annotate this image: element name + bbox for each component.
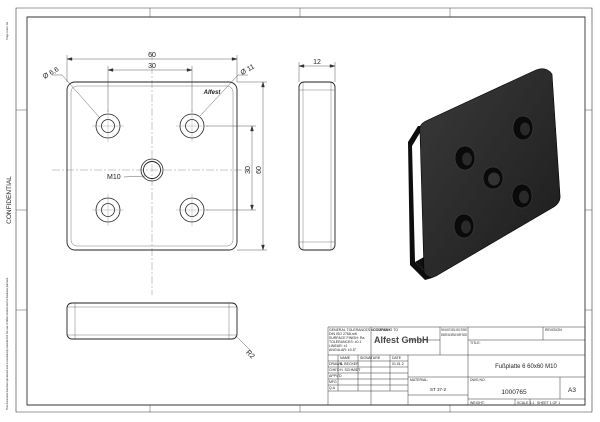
notes-line-4: TOLERANCES: ±0.1: [329, 340, 361, 344]
dim-radius-label: R2: [244, 349, 255, 360]
col-date-label: DATE: [392, 356, 402, 360]
revision-label: REVISION: [545, 328, 562, 332]
col-signature-label: SIGNATURE: [360, 356, 381, 360]
hole-top-left: [92, 110, 124, 142]
disclaimer-text: This document has been produced and is e…: [5, 277, 9, 410]
dim-height-60-label: 60: [256, 166, 263, 174]
page-count-label: Page count: A3: [5, 21, 9, 39]
top-view: [67, 303, 252, 352]
brand-mark: Alfest: [203, 90, 222, 96]
zone-ticks: [16, 8, 592, 412]
row-qa-label: Q.A: [329, 386, 336, 390]
row-drawn-label: DRAWN: [329, 362, 343, 366]
drawing-number: 1000765: [501, 389, 527, 396]
sheet-number: SHEET 1 OF 1: [537, 401, 560, 405]
col-name-label: NAME: [340, 356, 351, 360]
row-approved-label: APPV'D: [329, 374, 342, 378]
drawing-title: Fußplatte 6 60x60 M10: [495, 364, 557, 370]
company-name: Alfest GmbH: [374, 335, 429, 345]
inner-frame: [27, 17, 585, 405]
notes-line-5: LINEAR: ±1: [329, 344, 348, 348]
row-checked-name: H. SCHMIDT: [340, 368, 361, 372]
row-drawn-name: A. BECKER: [340, 362, 359, 366]
dim-width-30: [108, 66, 192, 112]
dim-width-60: [67, 55, 237, 82]
confidential-label: CONFIDENTIAL: [6, 176, 13, 224]
finish-label: FINISH AND MOST GENERAL SURFACE TREATMEN…: [441, 328, 467, 332]
leader-thread: [124, 176, 145, 177]
side-view: [299, 62, 335, 250]
center-thread-hole: [141, 159, 163, 181]
company-field-label: COMPANY: [373, 328, 391, 332]
hole-bottom-right: [176, 194, 208, 226]
title-field-label: TITLE:: [470, 341, 481, 345]
dim-thread-label: M10: [107, 174, 121, 181]
front-view: 60 30 Ø 6,6 Ø 11 Alfest M10: [42, 52, 267, 295]
row-mfg-label: MFG: [329, 380, 337, 384]
title-block-text: GENERAL TOLERANCES ACCORDING TO DIN ISO …: [329, 328, 576, 405]
material-field-label: MATERIAL:: [410, 378, 428, 382]
row-checked-label: CHK'D: [329, 368, 340, 372]
hole-top-right: [176, 110, 208, 142]
plate-outline-front: [67, 82, 237, 250]
dim-height-30-label: 30: [245, 166, 252, 174]
dwg-no-field-label: DWG NO.: [470, 378, 486, 382]
weight-field-label: WEIGHT:: [470, 401, 485, 405]
material-value: ST 37-2: [430, 387, 446, 392]
isometric-view: [408, 69, 560, 280]
scale-label: SCALE 1:1: [517, 401, 534, 405]
hole-bottom-left: [92, 194, 124, 226]
notes-line-1: GENERAL TOLERANCES ACCORDING TO: [329, 328, 398, 332]
deburr-label: DEBURR AND BREAK SHARP EDGES: [441, 333, 467, 337]
sheet-size: A3: [568, 387, 576, 394]
notes-line-6: ANGULAR: ±0.5°: [329, 348, 357, 352]
dim-dia-small-label: Ø 6,6: [42, 66, 60, 81]
dim-width-30-label: 30: [148, 63, 156, 70]
leader-dia-large: [200, 75, 248, 116]
dim-thickness-label: 12: [313, 59, 321, 66]
title-block: [328, 327, 585, 405]
leader-dia-small: [52, 75, 100, 118]
dim-height: [206, 82, 267, 250]
notes-line-2: DIN ISO 2768-mK: [329, 332, 358, 336]
dim-width-60-label: 60: [148, 52, 156, 59]
notes-line-3: SURFACE FINISH: Ra: [329, 336, 364, 340]
row-drawn-date: 01.01.2: [392, 362, 404, 366]
